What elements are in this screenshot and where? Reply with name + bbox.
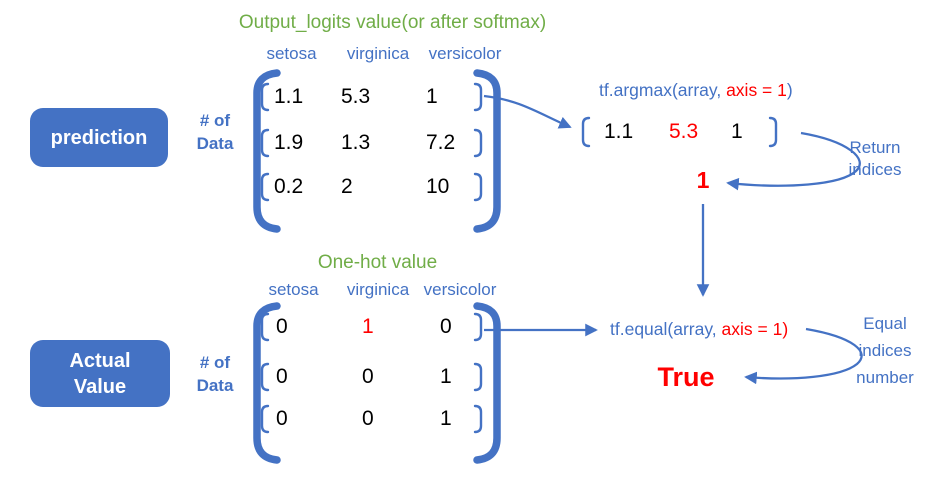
- equal-indices-line3: number: [856, 368, 914, 387]
- column-header-versicolor: versicolor: [428, 44, 502, 63]
- argmax-call: tf.argmax(array, axis = 1): [599, 80, 793, 101]
- logits-matrix-right-bracket: [473, 69, 501, 233]
- selected-row-cell-max: 5.3: [669, 120, 699, 143]
- column-header-virginica: virginica: [346, 280, 410, 299]
- num-of-data-line1: # of: [199, 111, 231, 130]
- row-bracket: [473, 128, 483, 158]
- matrix-cell-hot: 1: [362, 315, 374, 338]
- matrix-cell: 0: [440, 315, 452, 338]
- return-indices-note: Return indices: [841, 137, 909, 181]
- selected-row-cell: 1: [731, 120, 743, 143]
- column-header-setosa: setosa: [266, 44, 317, 63]
- matrix-cell: 0: [276, 365, 288, 388]
- column-header-virginica: virginica: [346, 44, 410, 63]
- num-of-data-line2: Data: [196, 134, 234, 153]
- matrix-cell: 1.3: [341, 131, 371, 154]
- onehot-matrix-right-bracket: [473, 302, 501, 464]
- num-of-data-label: # of Data: [186, 351, 244, 397]
- row-bracket: [473, 404, 483, 434]
- num-of-data-line1: # of: [199, 353, 231, 372]
- equal-indices-line1: Equal: [863, 314, 907, 333]
- argmax-axis-arg: axis = 1: [726, 80, 787, 100]
- return-indices-line1: Return: [849, 138, 901, 157]
- matrix-cell: 7.2: [426, 131, 456, 154]
- matrix-cell: 0: [362, 365, 374, 388]
- argmax-result-index: 1: [696, 167, 710, 193]
- matrix-cell: 0: [362, 407, 374, 430]
- row-bracket: [260, 404, 270, 434]
- matrix-cell: 0: [276, 315, 288, 338]
- argmax-call-close: ): [786, 80, 793, 100]
- logits-matrix-title: Output_logits value(or after softmax): [238, 12, 547, 33]
- matrix-cell: 1: [426, 85, 438, 108]
- row-bracket: [473, 172, 483, 202]
- equal-indices-note: Equal indices number: [845, 310, 925, 391]
- onehot-matrix-left-bracket: [253, 302, 281, 464]
- argmax-call-name: tf.argmax(array,: [599, 80, 727, 100]
- equal-call-close: ): [782, 319, 789, 339]
- onehot-matrix-title: One-hot value: [317, 252, 438, 273]
- matrix-cell: 0: [276, 407, 288, 430]
- matrix-cell: 1.1: [274, 85, 304, 108]
- column-header-setosa: setosa: [268, 280, 319, 299]
- equal-axis-arg: axis = 1: [721, 319, 783, 339]
- actual-value-line1: Actual: [69, 349, 131, 372]
- equal-call: tf.equal(array, axis = 1): [610, 319, 788, 340]
- actual-value-label: Actual Value: [69, 348, 130, 400]
- row-bracket: [473, 82, 483, 112]
- selected-row-cell: 1.1: [604, 120, 634, 143]
- matrix-cell: 2: [341, 175, 353, 198]
- row-bracket: [473, 312, 483, 342]
- matrix-cell: 0.2: [274, 175, 304, 198]
- matrix-cell: 10: [426, 175, 450, 198]
- num-of-data-line2: Data: [196, 376, 234, 395]
- actual-value-badge: Actual Value: [30, 340, 170, 407]
- actual-value-line2: Value: [73, 375, 127, 398]
- matrix-cell: 1.9: [274, 131, 304, 154]
- argmax-row-right-bracket: [768, 116, 778, 148]
- row-bracket: [260, 362, 270, 392]
- row-bracket: [260, 172, 270, 202]
- prediction-badge: prediction: [30, 108, 168, 167]
- matrix-cell: 1: [440, 407, 452, 430]
- argmax-row-left-bracket: [581, 116, 591, 148]
- row-bracket: [473, 362, 483, 392]
- equal-call-name: tf.equal(array,: [610, 319, 722, 339]
- row-bracket: [260, 128, 270, 158]
- equal-indices-line2: indices: [858, 341, 912, 360]
- matrix-cell: 1: [440, 365, 452, 388]
- logits-to-argmax-arrow: [483, 94, 572, 129]
- column-header-versicolor: versicolor: [423, 280, 497, 299]
- row-bracket: [260, 82, 270, 112]
- equal-result-true: True: [657, 362, 715, 392]
- return-indices-line2: indices: [848, 160, 902, 179]
- matrix-cell: 5.3: [341, 85, 371, 108]
- num-of-data-label: # of Data: [186, 109, 244, 155]
- row-bracket: [260, 312, 270, 342]
